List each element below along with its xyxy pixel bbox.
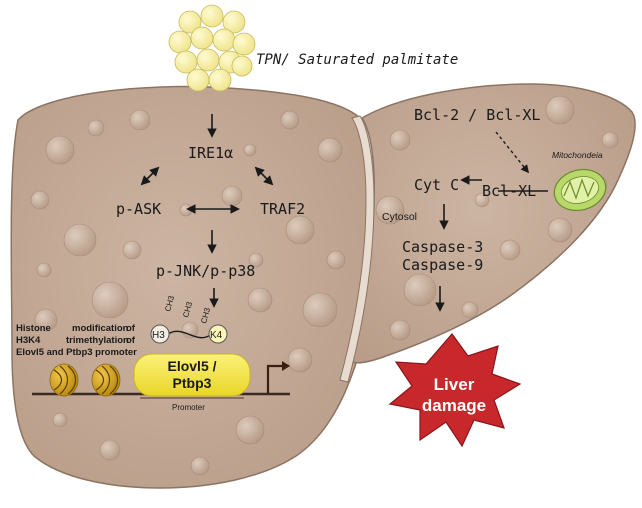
casp3-label: Caspase-3: [402, 238, 483, 256]
arrow-ire1a-traf2: [254, 166, 274, 186]
mito-label: Mitochondeia: [552, 150, 603, 160]
lipid-droplets: [30, 95, 619, 476]
damage-label-line1: Liver: [434, 375, 475, 394]
traf2-label: TRAF2: [260, 200, 305, 218]
cytosol-label: Cytosol: [382, 211, 417, 223]
arrow-ire1a-pask: [140, 166, 160, 186]
k4-label: K4: [210, 330, 223, 341]
arrow-bcl-to-mito: [495, 131, 530, 174]
falciform-ligament: [339, 115, 375, 383]
histone-description: Histone modification of H3K4 trimethylat…: [16, 323, 137, 358]
fat-cluster-icon: [168, 4, 256, 92]
damage-label-line2: damage: [422, 396, 486, 415]
gene-label-line1: Elovl5 /: [167, 358, 216, 374]
tss-arrow-icon: [266, 364, 284, 394]
histone-line1-c: of: [126, 323, 136, 334]
histone-line2-c: of: [126, 335, 136, 346]
ch3-mark-2: CH3: [181, 300, 194, 318]
liver-damage-burst: [388, 333, 522, 448]
ch3-marks: CH3 CH3 CH3: [163, 294, 212, 324]
histone-line1-a: Histone: [16, 323, 51, 334]
tss-arrowhead: [282, 361, 290, 371]
gene-box: [133, 353, 251, 397]
trigger-label: TPN/ Saturated palmitate: [256, 52, 458, 68]
histone-tail: [167, 330, 213, 339]
histone-line2-b: trimethylation: [66, 335, 129, 346]
casp9-label: Caspase-9: [402, 256, 483, 274]
h3-circle: [150, 324, 170, 344]
mitochondria-icon: [553, 168, 607, 212]
histone-line1-b: modification: [72, 323, 129, 334]
gene-label-line2: Ptbp3: [173, 375, 212, 391]
h3-label: H3: [152, 330, 165, 341]
ire1a-label: IRE1α: [188, 144, 233, 162]
cytc-label: Cyt C: [414, 176, 459, 194]
ch3-mark-1: CH3: [163, 294, 176, 312]
bcl-label: Bcl-2 / Bcl-XL: [414, 106, 540, 124]
promoter-label: Promoter: [172, 403, 205, 412]
pask-label: p-ASK: [116, 200, 161, 218]
histone-line3: Elovl5 and Ptbp3 promoter: [16, 347, 137, 358]
nucleosome-icons: [49, 363, 121, 397]
pjnk-label: p-JNK/p-p38: [156, 262, 255, 280]
histone-line2-a: H3K4: [16, 335, 41, 346]
k4-circle: [208, 324, 228, 344]
ch3-mark-3: CH3: [199, 306, 212, 324]
